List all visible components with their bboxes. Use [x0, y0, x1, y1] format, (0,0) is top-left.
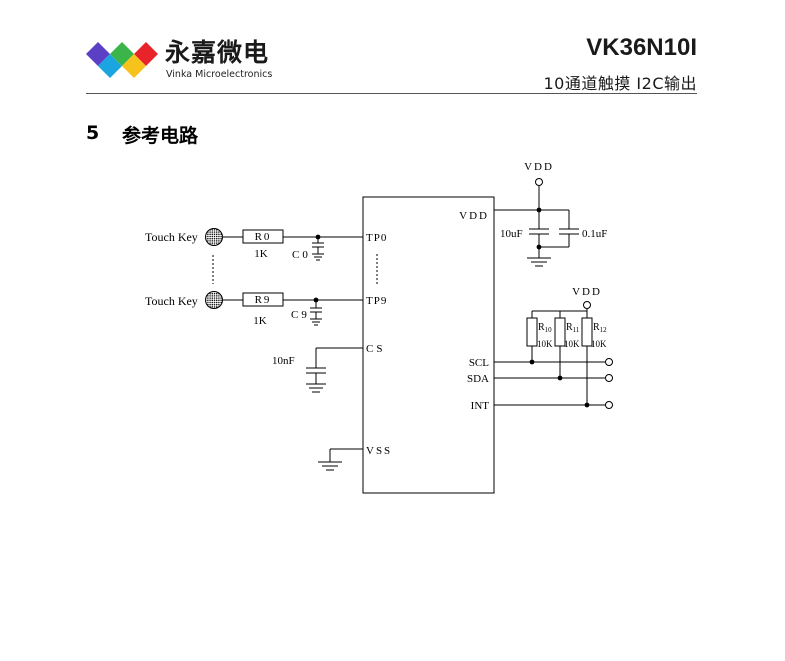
brand-name-english: Vinka Microelectronics	[166, 69, 273, 80]
junction-c0	[315, 234, 321, 240]
touch-key-top-pad-icon	[205, 228, 223, 246]
brand-name-chinese: 永嘉微电	[165, 38, 270, 67]
vinka-logo-icon	[86, 42, 158, 78]
vdd-top-label: VDD	[524, 161, 554, 173]
c0-label: C0	[292, 249, 311, 261]
logo-diamond-yellow	[122, 54, 146, 78]
junction-sda	[557, 375, 563, 381]
junction-int	[584, 402, 590, 408]
sda-terminal	[605, 374, 613, 382]
r10-resistor	[526, 317, 538, 347]
pin-vdd: VDD	[459, 210, 489, 222]
pin-sda: SDA	[467, 373, 489, 385]
cs-cap-value: 10nF	[272, 355, 295, 367]
pin-tp9: TP9	[366, 295, 387, 307]
pin-int: INT	[471, 400, 490, 412]
ic-body	[362, 196, 495, 494]
junction-scl	[529, 359, 535, 365]
r9-value: 1K	[253, 315, 267, 327]
r11-value: 10K	[564, 339, 580, 349]
header-divider	[86, 93, 697, 94]
pin-scl: SCL	[469, 357, 489, 369]
scl-terminal	[605, 358, 613, 366]
r9-label: R9	[255, 294, 272, 306]
r0-value: 1K	[254, 248, 268, 260]
r12-label: R12	[593, 322, 607, 334]
pin-tp0: TP0	[366, 232, 387, 244]
pin-cs: CS	[366, 343, 385, 355]
cap-01uf-label: 0.1uF	[582, 228, 607, 240]
int-terminal	[605, 401, 613, 409]
r10-label: R10	[538, 322, 552, 334]
model-number: VK36N10I	[586, 34, 697, 61]
pin-vss: VSS	[366, 445, 392, 457]
cap-10uf-label: 10uF	[500, 228, 523, 240]
r10-value: 10K	[537, 339, 553, 349]
junction-gnd-cap	[536, 244, 542, 250]
vdd-right-label: VDD	[572, 286, 602, 298]
r11-label: R11	[566, 322, 580, 334]
touch-key-bottom-label: Touch Key	[145, 294, 198, 308]
vdd-top-terminal	[535, 178, 543, 186]
section-title: 参考电路	[122, 125, 199, 147]
junction-vdd-cap	[536, 207, 542, 213]
touch-key-bottom-pad-icon	[205, 291, 223, 309]
r12-value: 10K	[591, 339, 607, 349]
junction-c9	[313, 297, 319, 303]
touch-key-top-label: Touch Key	[145, 230, 198, 244]
vdd-right-terminal	[583, 301, 591, 309]
c9-label: C9	[291, 309, 310, 321]
document-subtitle: 10通道触摸 I2C输出	[543, 74, 697, 93]
r0-label: R0	[255, 231, 272, 243]
section-number: 5	[86, 122, 100, 144]
